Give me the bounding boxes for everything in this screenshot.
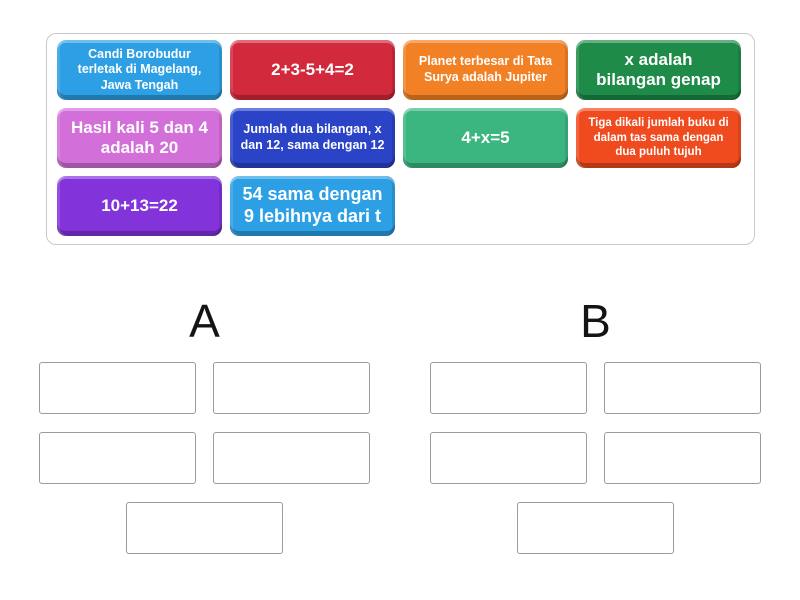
group-a-drop-slot-4[interactable] bbox=[213, 432, 370, 484]
group-b-drop-slot-3[interactable] bbox=[430, 432, 587, 484]
tile-equation-2345[interactable]: 2+3-5+4=2 bbox=[230, 40, 395, 100]
tile-equation-4x5[interactable]: 4+x=5 bbox=[403, 108, 568, 168]
group-a-drop-slot-5[interactable] bbox=[126, 502, 283, 554]
tile-candi-borobudur[interactable]: Candi Borobudur terletak di Magelang, Ja… bbox=[57, 40, 222, 100]
group-a-slots bbox=[39, 362, 370, 554]
group-b-drop-slot-5[interactable] bbox=[517, 502, 674, 554]
tile-jumlah-dua-bilangan[interactable]: Jumlah dua bilangan, x dan 12, sama deng… bbox=[230, 108, 395, 168]
group-b-drop-slot-4[interactable] bbox=[604, 432, 761, 484]
tile-tray: Candi Borobudur terletak di Magelang, Ja… bbox=[46, 33, 755, 245]
group-b-slots bbox=[430, 362, 761, 554]
tile-hasil-kali[interactable]: Hasil kali 5 dan 4 adalah 20 bbox=[57, 108, 222, 168]
group-b-drop-slot-2[interactable] bbox=[604, 362, 761, 414]
group-a-drop-slot-1[interactable] bbox=[39, 362, 196, 414]
tile-planet-jupiter[interactable]: Planet terbesar di Tata Surya adalah Jup… bbox=[403, 40, 568, 100]
tile-bilangan-genap[interactable]: x adalah bilangan genap bbox=[576, 40, 741, 100]
group-b: B bbox=[430, 290, 761, 554]
group-a-drop-slot-2[interactable] bbox=[213, 362, 370, 414]
group-b-drop-slot-1[interactable] bbox=[430, 362, 587, 414]
tile-tiga-dikali-buku[interactable]: Tiga dikali jumlah buku di dalam tas sam… bbox=[576, 108, 741, 168]
group-a: A bbox=[39, 290, 370, 554]
tile-54-lebihnya[interactable]: 54 sama dengan 9 lebihnya dari t bbox=[230, 176, 395, 236]
tile-equation-1013[interactable]: 10+13=22 bbox=[57, 176, 222, 236]
group-a-label: A bbox=[189, 295, 220, 347]
group-b-label: B bbox=[580, 295, 611, 347]
group-a-drop-slot-3[interactable] bbox=[39, 432, 196, 484]
